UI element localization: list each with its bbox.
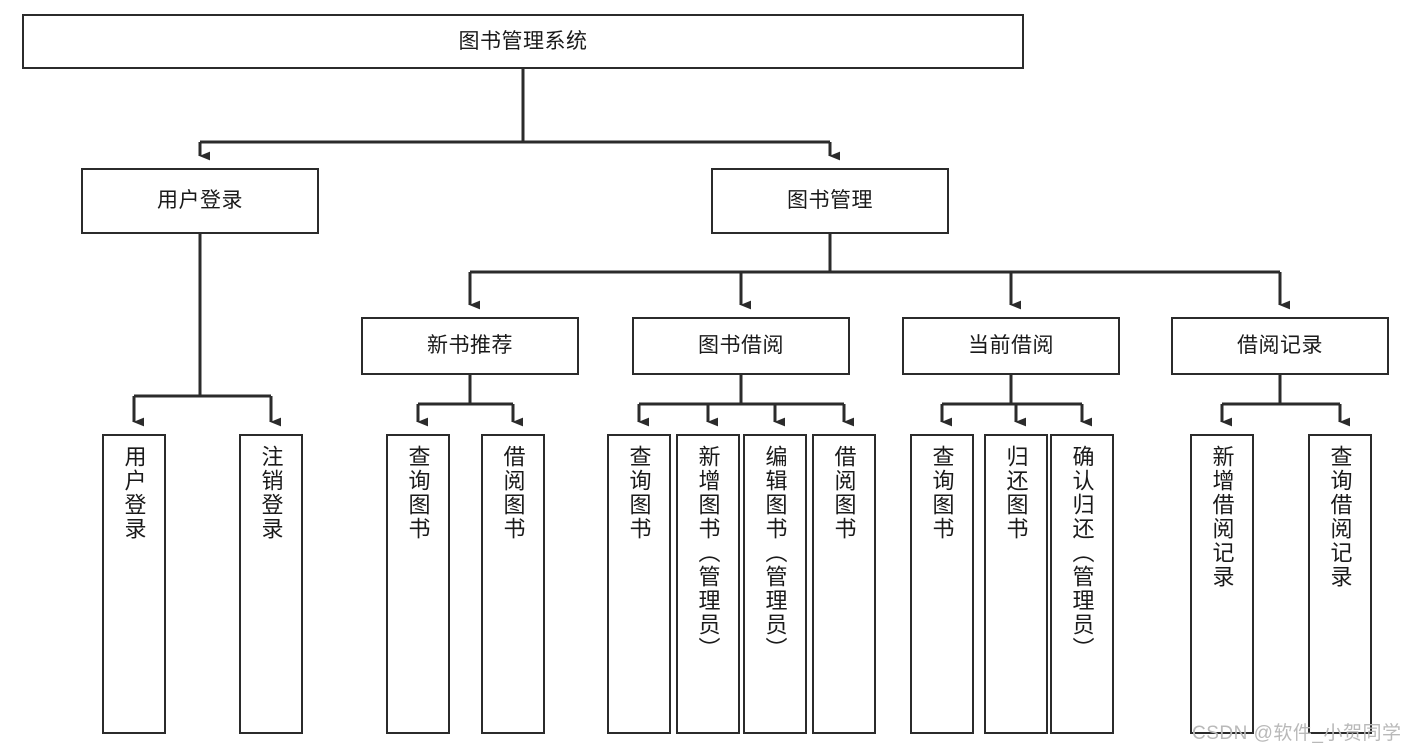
node-leaf-borrow-query-book-label: 查询图书 [626,445,652,541]
node-new-book-rec[interactable]: 新书推荐 [361,317,579,375]
node-leaf-record-query[interactable]: 查询借阅记录 [1308,434,1372,734]
node-leaf-record-add[interactable]: 新增借阅记录 [1190,434,1254,734]
node-leaf-current-return-book[interactable]: 归还图书 [984,434,1048,734]
node-leaf-borrow-add-book[interactable]: 新增图书（管理员） [676,434,740,734]
node-current-borrow[interactable]: 当前借阅 [902,317,1120,375]
node-leaf-current-query-book[interactable]: 查询图书 [910,434,974,734]
csdn-watermark: CSDN @软件_小贺同学 [1192,723,1402,744]
node-leaf-rec-query-book-label: 查询图书 [405,445,431,541]
node-leaf-user-login-label: 用户登录 [121,445,147,541]
node-book-borrow-label: 图书借阅 [698,334,784,358]
node-leaf-user-login[interactable]: 用户登录 [102,434,166,734]
node-leaf-user-logout-label: 注销登录 [258,445,284,541]
node-current-borrow-label: 当前借阅 [968,334,1054,358]
node-leaf-record-add-label: 新增借阅记录 [1209,445,1235,589]
node-new-book-rec-label: 新书推荐 [427,334,513,358]
node-book-borrow[interactable]: 图书借阅 [632,317,850,375]
node-leaf-rec-query-book[interactable]: 查询图书 [386,434,450,734]
node-leaf-borrow-borrow-book-label: 借阅图书 [831,445,857,541]
node-borrow-record-label: 借阅记录 [1237,334,1323,358]
node-leaf-current-return-book-label: 归还图书 [1003,445,1029,541]
node-leaf-borrow-add-book-label: 新增图书（管理员） [695,445,721,661]
node-leaf-borrow-query-book[interactable]: 查询图书 [607,434,671,734]
node-borrow-record[interactable]: 借阅记录 [1171,317,1389,375]
node-leaf-current-confirm-return-label: 确认归还（管理员） [1069,445,1095,661]
node-user-login[interactable]: 用户登录 [81,168,319,234]
node-leaf-user-logout[interactable]: 注销登录 [239,434,303,734]
node-book-manage-label: 图书管理 [787,189,873,213]
node-user-login-label: 用户登录 [157,189,243,213]
node-root-label: 图书管理系统 [458,29,588,53]
node-leaf-borrow-borrow-book[interactable]: 借阅图书 [812,434,876,734]
node-leaf-rec-borrow-book[interactable]: 借阅图书 [481,434,545,734]
node-leaf-borrow-edit-book-label: 编辑图书（管理员） [762,445,788,661]
node-leaf-current-confirm-return[interactable]: 确认归还（管理员） [1050,434,1114,734]
node-leaf-borrow-edit-book[interactable]: 编辑图书（管理员） [743,434,807,734]
node-root[interactable]: 图书管理系统 [22,14,1024,69]
node-book-manage[interactable]: 图书管理 [711,168,949,234]
node-leaf-current-query-book-label: 查询图书 [929,445,955,541]
node-leaf-record-query-label: 查询借阅记录 [1327,445,1353,589]
node-leaf-rec-borrow-book-label: 借阅图书 [500,445,526,541]
